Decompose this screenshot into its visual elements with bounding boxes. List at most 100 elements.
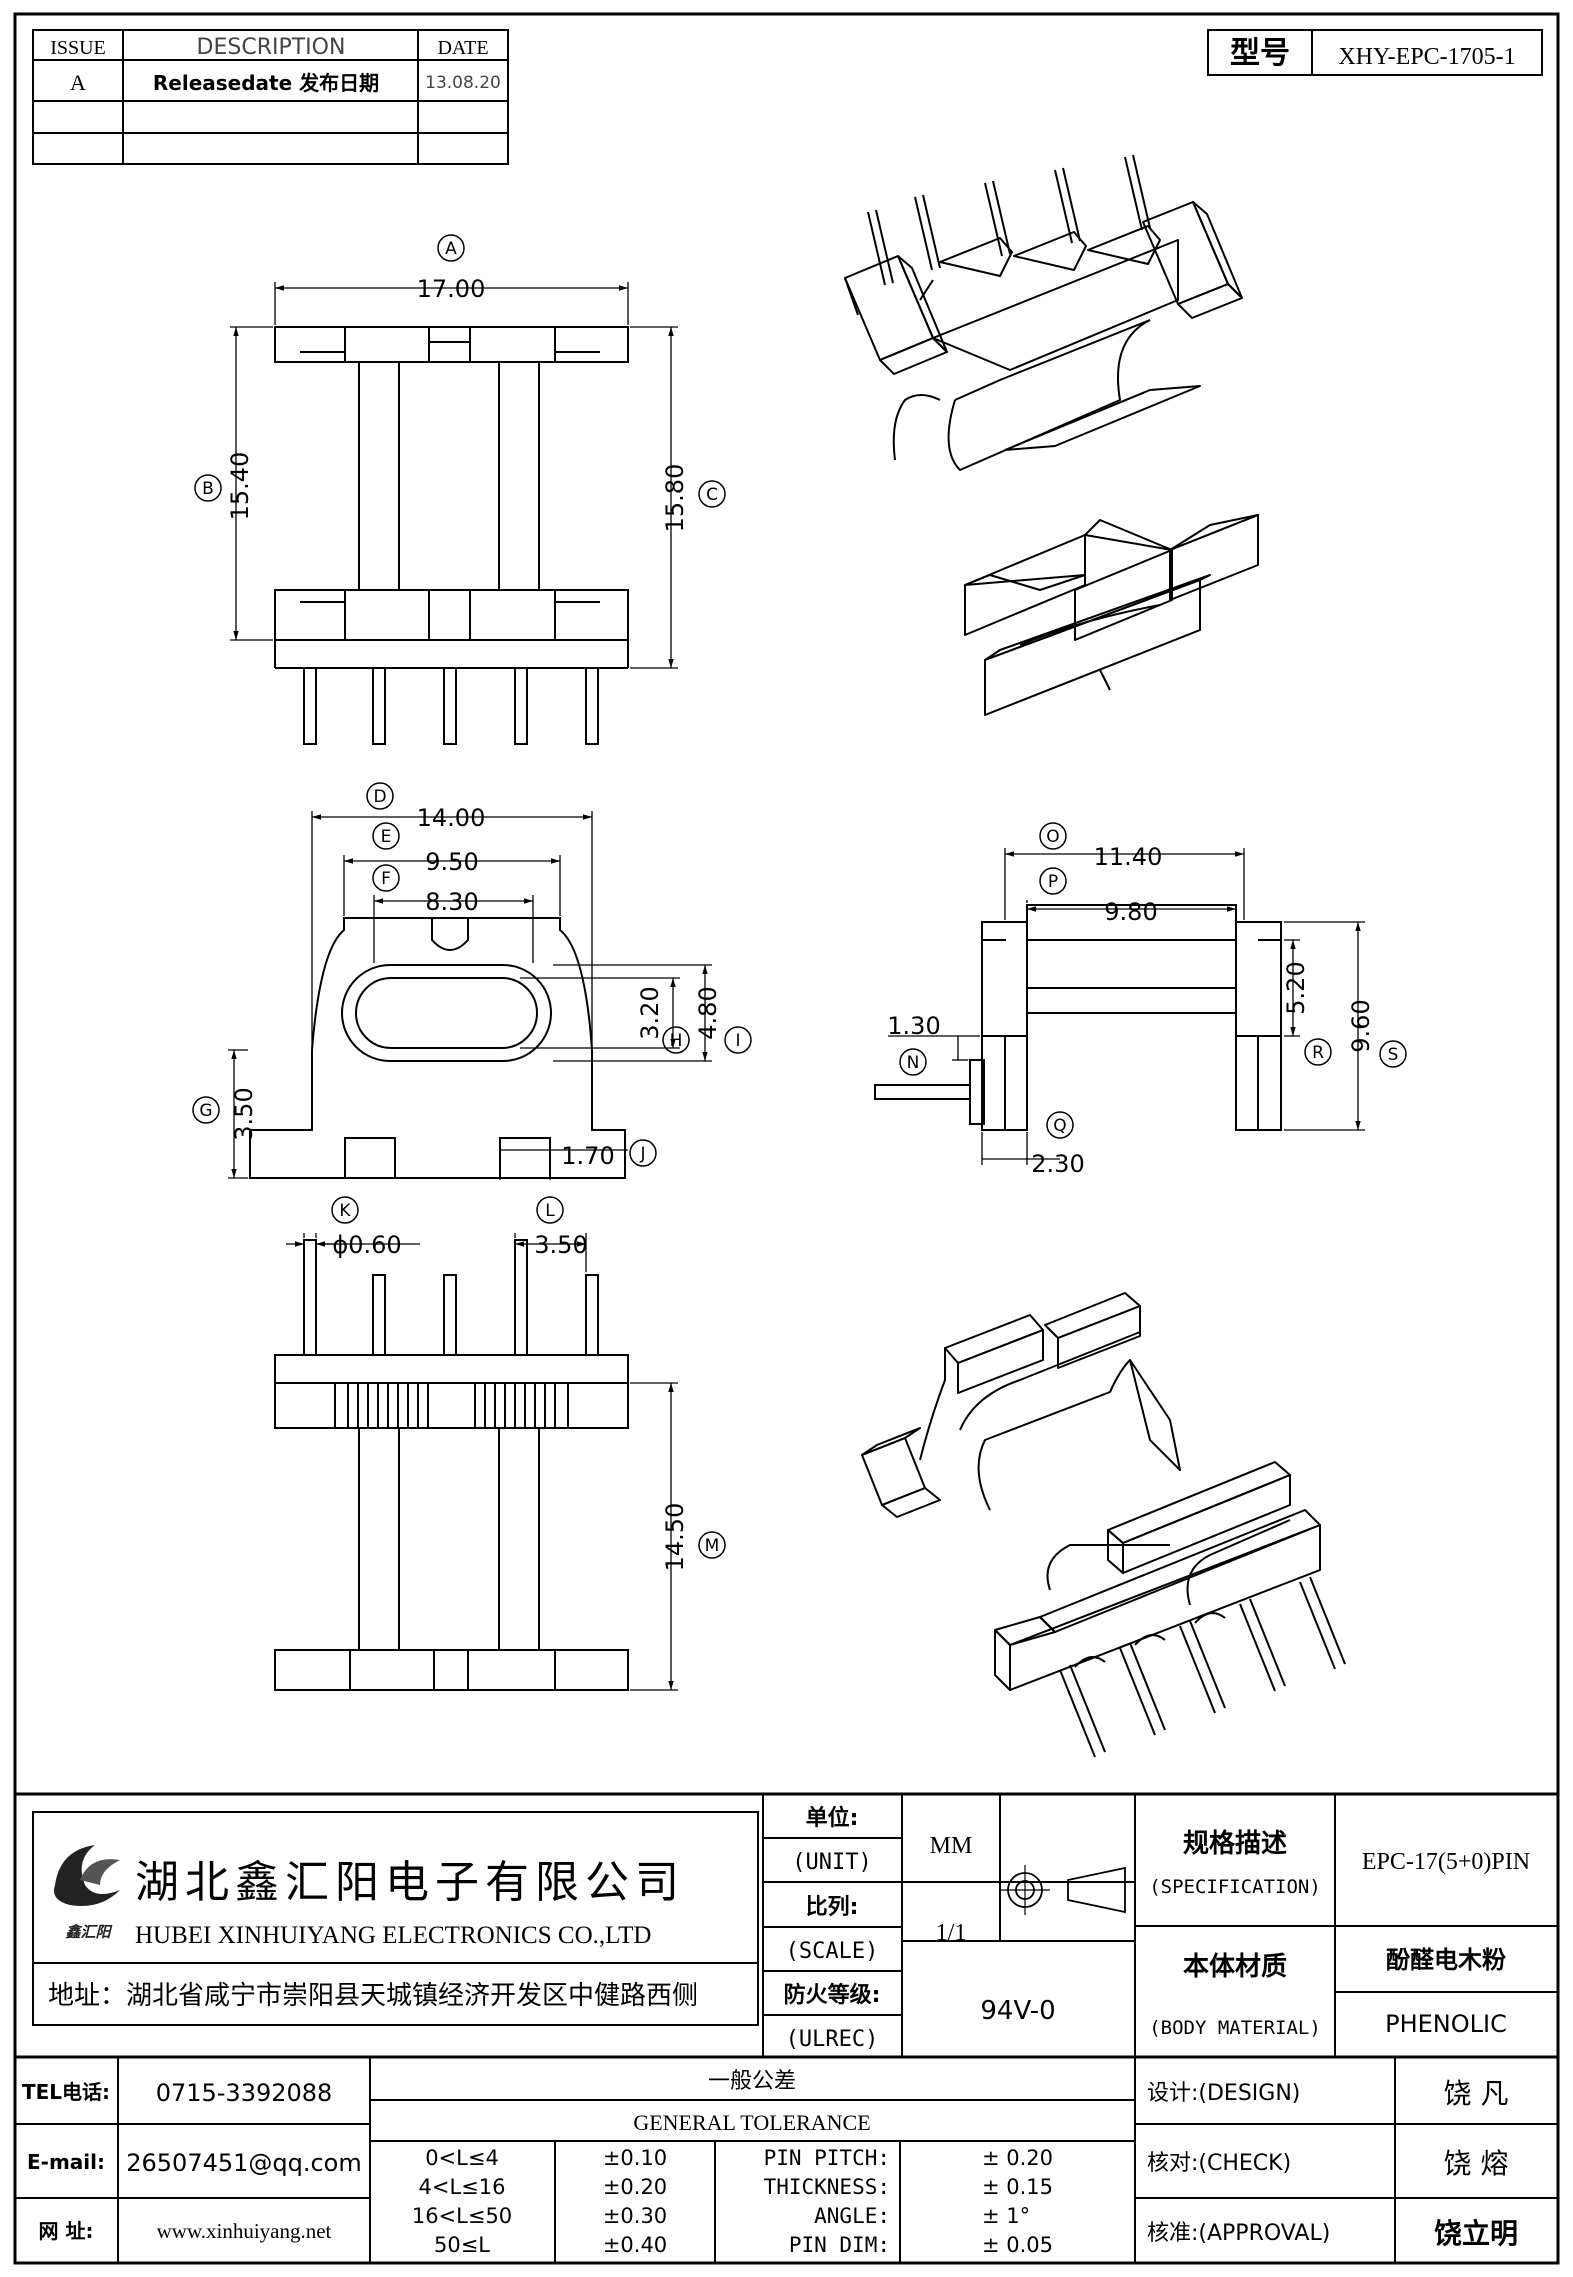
rev-header-issue: ISSUE	[50, 37, 106, 59]
callout-L: L	[545, 1201, 555, 1221]
tolerance-title-en: GENERAL TOLERANCE	[633, 2110, 870, 2135]
callout-O: O	[1046, 827, 1059, 847]
revision-table	[32, 29, 509, 165]
callout-G: G	[199, 1101, 212, 1121]
tol-range-4: 50≤L	[434, 2233, 490, 2257]
unit-label-en: (UNIT)	[792, 1850, 871, 1875]
side-view	[192, 782, 752, 1180]
tol-value-3: ±0.30	[603, 2204, 667, 2228]
email-label: E-mail:	[27, 2150, 105, 2174]
dim-E: 9.50	[425, 848, 478, 876]
check-name: 饶 熔	[1444, 2147, 1509, 2180]
web-value: www.xinhuiyang.net	[157, 2219, 332, 2243]
tel-label: TEL电话:	[22, 2080, 110, 2104]
tol-value-4: ±0.40	[603, 2233, 667, 2257]
callout-N: N	[907, 1053, 920, 1073]
material-label: 本体材质	[1183, 1952, 1287, 1982]
iso-view-top	[844, 154, 1259, 716]
check-label: 核对:(CHECK)	[1147, 2151, 1291, 2176]
dim-C: 15.80	[661, 464, 689, 533]
dim-H: 3.20	[636, 986, 664, 1039]
approve-label: 核准:(APPROVAL)	[1147, 2221, 1330, 2246]
scale-value: 1/1	[936, 1920, 967, 1946]
callout-I: I	[735, 1031, 740, 1051]
dim-P: 9.80	[1104, 898, 1157, 926]
spec-label-en: (SPECIFICATION)	[1149, 1876, 1321, 1898]
front-view	[194, 234, 726, 745]
spec-pin-dim-label: PIN DIM:	[789, 2233, 890, 2257]
dim-G: 3.50	[230, 1087, 258, 1140]
callout-K: K	[339, 1201, 351, 1221]
material-label-en: (BODY MATERIAL)	[1149, 2017, 1321, 2039]
callout-F: F	[381, 869, 391, 889]
callout-S: S	[1388, 1045, 1399, 1065]
callout-C: C	[706, 485, 718, 505]
projection-symbol	[1000, 1865, 1126, 1915]
logo-text: 鑫汇阳	[65, 1923, 112, 1941]
dim-N: 1.30	[887, 1012, 940, 1040]
model-value: XHY-EPC-1705-1	[1338, 44, 1515, 70]
company-address: 地址：湖北省咸宁市崇阳县天城镇经济开发区中健路西侧	[48, 1981, 698, 2011]
callout-M: M	[705, 1536, 720, 1556]
scale-label: 比列:	[806, 1895, 859, 1920]
ul-value: 94V-0	[980, 1996, 1055, 2026]
spec-label: 规格描述	[1183, 1828, 1287, 1859]
spec-thickness-value: ± 0.15	[982, 2175, 1053, 2199]
spec-pin-dim-value: ± 0.05	[982, 2233, 1053, 2257]
tolerance-title-cn: 一般公差	[708, 2069, 796, 2094]
tel-value: 0715-3392088	[156, 2079, 333, 2107]
web-label: 网 址:	[39, 2219, 94, 2243]
rev-issue: A	[70, 70, 86, 95]
callout-B: B	[202, 479, 214, 499]
dim-K: ϕ0.60	[332, 1231, 401, 1259]
spec-value: EPC-17(5+0)PIN	[1362, 1849, 1530, 1875]
callout-P: P	[1048, 872, 1058, 892]
rev-header-date: DATE	[437, 37, 488, 59]
scale-label-en: (SCALE)	[786, 1939, 879, 1964]
model-box	[1207, 29, 1543, 76]
title-block	[13, 1792, 1560, 2265]
callout-R: R	[1312, 1043, 1324, 1063]
dim-M: 14.50	[661, 1503, 689, 1572]
ul-label-en: (ULREC)	[786, 2027, 879, 2052]
end-view	[874, 822, 1407, 1165]
dim-S: 9.60	[1347, 999, 1375, 1052]
spec-thickness-label: THICKNESS:	[764, 2175, 890, 2199]
spec-angle-label: ANGLE:	[814, 2204, 890, 2228]
company-logo: 鑫汇阳	[54, 1845, 120, 1941]
company-name-cn: 湖北鑫汇阳电子有限公司	[135, 1858, 685, 1907]
tol-range-1: 0<L≤4	[425, 2146, 499, 2170]
callout-E: E	[381, 827, 392, 847]
tol-value-2: ±0.20	[603, 2175, 667, 2199]
callout-D: D	[373, 787, 386, 807]
tol-range-3: 16<L≤50	[412, 2204, 512, 2228]
dim-Q: 2.30	[1031, 1150, 1084, 1178]
dim-D: 14.00	[417, 804, 486, 832]
email-value: 26507451@qq.com	[126, 2149, 362, 2177]
dim-O: 11.40	[1094, 843, 1163, 871]
rev-description: Releasedate 发布日期	[153, 71, 379, 95]
model-label: 型号	[1230, 36, 1290, 71]
approve-name: 饶立明	[1434, 2217, 1518, 2250]
spec-pin-pitch-label: PIN PITCH:	[764, 2146, 890, 2170]
unit-label: 单位:	[806, 1805, 859, 1831]
iso-view-bottom	[861, 1292, 1346, 1758]
callout-Q: Q	[1053, 1116, 1066, 1136]
unit-value: MM	[930, 1833, 973, 1859]
dim-L: 3.50	[534, 1231, 587, 1259]
callout-J: J	[639, 1144, 645, 1164]
material-value-cn: 酚醛电木粉	[1386, 1946, 1506, 1974]
ul-label: 防火等级:	[784, 1982, 881, 2008]
material-value-en: PHENOLIC	[1385, 2010, 1507, 2038]
tol-range-2: 4<L≤16	[419, 2175, 506, 2199]
dim-I: 4.80	[694, 986, 722, 1039]
bottom-view	[274, 1196, 726, 1691]
design-label: 设计:(DESIGN)	[1147, 2081, 1300, 2106]
spec-angle-value: ± 1°	[982, 2204, 1030, 2228]
dim-J: 1.70	[561, 1142, 614, 1170]
dim-R: 5.20	[1282, 961, 1310, 1014]
dim-B: 15.40	[226, 452, 254, 521]
rev-header-description: DESCRIPTION	[197, 35, 346, 60]
dim-F: 8.30	[425, 888, 478, 916]
